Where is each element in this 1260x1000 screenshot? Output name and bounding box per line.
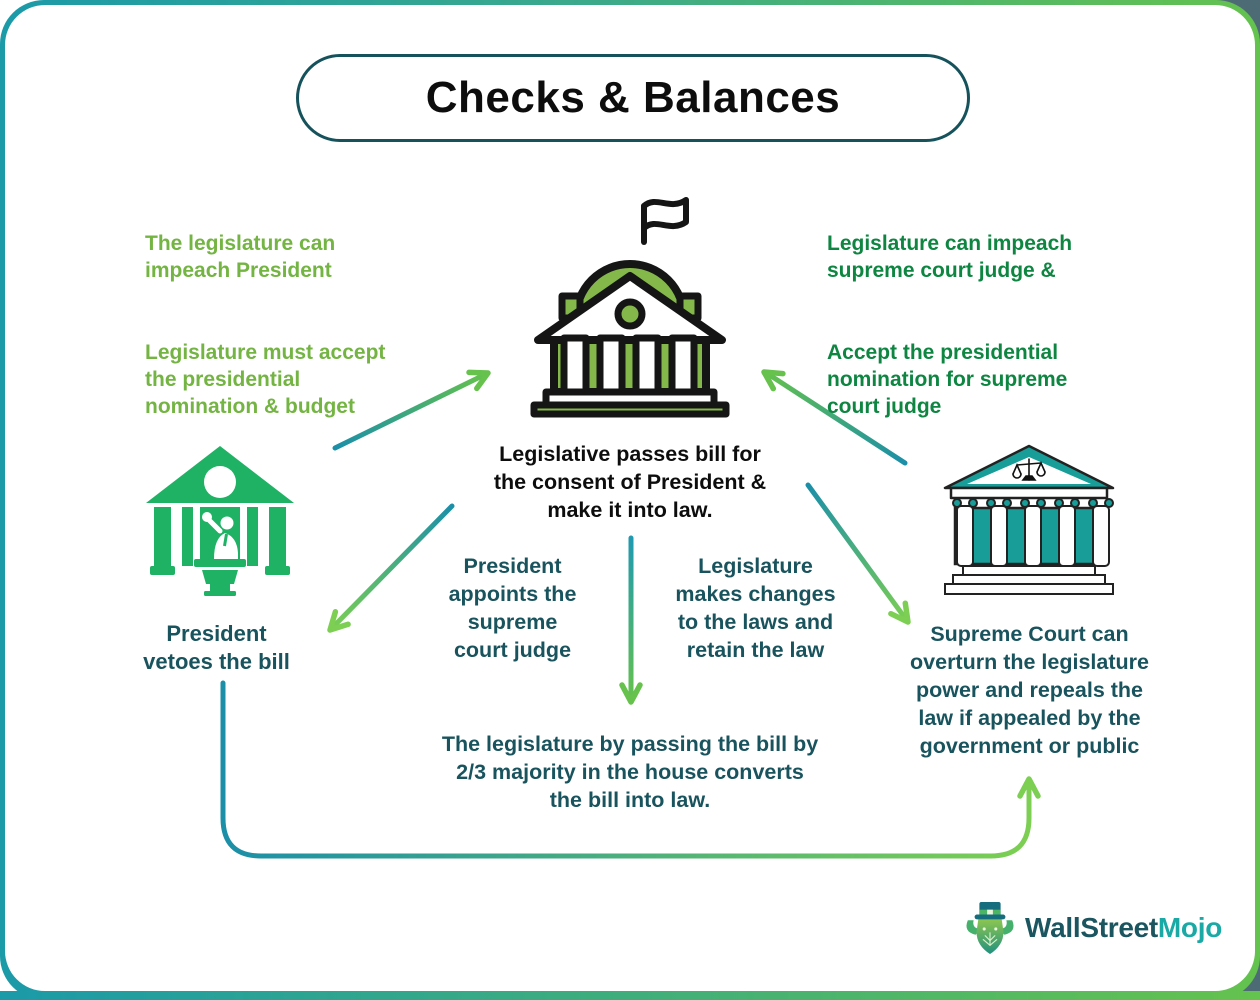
bottom-gradient-band bbox=[0, 991, 1260, 1000]
note-legislature-changes-laws: Legislature makes changes to the laws an… bbox=[675, 554, 836, 662]
legislature-caption: Legislative passes bill for the consent … bbox=[493, 442, 767, 522]
president-caption: President vetoes the bill bbox=[143, 621, 290, 674]
supreme-court-caption: Supreme Court can overturn the legislatu… bbox=[910, 622, 1149, 758]
page-title: Checks & Balances bbox=[425, 73, 841, 122]
capitol-icon bbox=[528, 190, 732, 418]
brand-name: WallStreetMojo bbox=[1025, 912, 1222, 944]
arrow-legislature-to-override bbox=[619, 535, 643, 705]
brand-mojo: Mojo bbox=[1157, 912, 1223, 943]
wallstreetmojo-logo: WallStreetMojo bbox=[963, 900, 1222, 956]
courthouse-icon bbox=[943, 444, 1115, 596]
bull-mascot-icon bbox=[966, 901, 1014, 955]
note-legislature-checks-court: Legislature can impeach supreme court ju… bbox=[827, 203, 1157, 447]
president-podium-icon bbox=[146, 446, 294, 596]
note-legislature-checks-president: The legislature can impeach President Le… bbox=[145, 203, 475, 447]
note-text: The legislature can impeach President bbox=[145, 232, 336, 282]
note-override-veto: The legislature by passing the bill by 2… bbox=[441, 732, 819, 812]
title-pill: Checks & Balances bbox=[296, 54, 970, 142]
note-text: Legislature can impeach supreme court ju… bbox=[827, 232, 1073, 282]
note-text: Accept the presidential nomination for s… bbox=[827, 341, 1068, 418]
note-text: Legislature must accept the presidential… bbox=[145, 341, 386, 418]
brand-wallstreet: WallStreet bbox=[1025, 912, 1158, 943]
note-president-appoints-judge: President appoints the supreme court jud… bbox=[448, 554, 577, 662]
